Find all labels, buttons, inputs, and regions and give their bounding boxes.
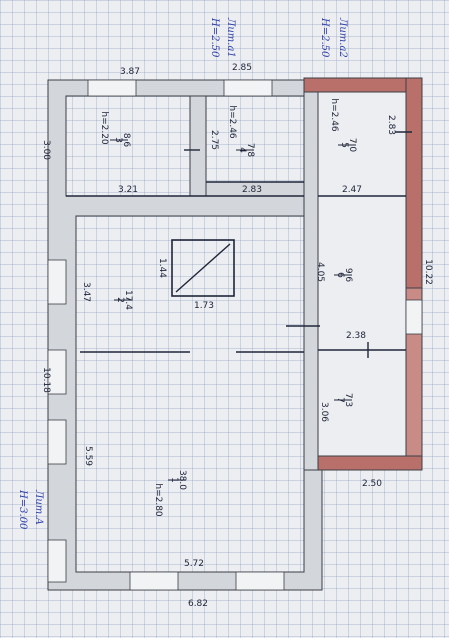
dim-room2-side: 3.47 — [81, 282, 91, 302]
dim-room5-right: 2.83 — [386, 115, 396, 135]
dim-bottom-outer: 6.82 — [188, 599, 208, 609]
room-6: 6 9.6 — [335, 268, 353, 283]
annotation-lit-a: Лит.А H=3.00 — [17, 489, 44, 530]
stairs — [171, 239, 235, 297]
room-3-number: 3 — [113, 137, 123, 143]
room-2-area: 17.4 — [123, 290, 133, 310]
room-4-number: 4 — [237, 147, 247, 153]
room-3-area: 8.6 — [121, 133, 131, 148]
lit-a2-height: H=2.50 — [319, 17, 330, 58]
room-4-height: h=2.46 — [227, 105, 237, 139]
room-5-number: 5 — [339, 142, 349, 148]
lit-a-height: H=3.00 — [17, 489, 28, 530]
room-4: 4 7.8 h=2.46 — [227, 105, 255, 157]
room-7-area: 7.3 — [343, 393, 353, 407]
main-house-walls — [47, 79, 323, 591]
room-1-area: 38.0 — [177, 470, 187, 490]
annotation-lit-a2: Лит.а2 H=2.50 — [319, 17, 348, 58]
dim-left-long: 10.18 — [41, 367, 51, 393]
room-7-number: 7 — [335, 397, 345, 403]
dim-room4-side: 2.75 — [209, 130, 219, 150]
room-6-area: 9.6 — [343, 268, 353, 283]
lit-a-label: Лит.А — [33, 489, 44, 525]
dim-room7-top: 2.38 — [346, 331, 366, 341]
room-1-height: h=2.80 — [153, 483, 163, 517]
room-2-number: 2 — [115, 297, 125, 303]
lit-a1-height: H=2.50 — [209, 17, 220, 58]
room-label-leaders — [110, 139, 356, 481]
room-1: 1 38.0 h=2.80 — [153, 470, 187, 517]
room-2: 2 17.4 — [115, 290, 133, 310]
lit-a2-label: Лит.а2 — [337, 17, 348, 58]
dim-room5-bottom: 2.47 — [342, 185, 362, 195]
dim-left-outer: 3.00 — [41, 140, 51, 160]
annotation-lit-a1: Лит.а1 H=2.50 — [209, 17, 236, 58]
dim-room4-bottom: 2.83 — [242, 185, 262, 195]
extension-walls — [303, 77, 423, 471]
dim-room7-side: 3.06 — [319, 402, 329, 422]
dim-room3-bottom: 3.21 — [118, 185, 138, 195]
room-5-height: h=2.46 — [329, 98, 339, 132]
dim-right-outer: 10.22 — [423, 259, 433, 285]
lit-a1-label: Лит.а1 — [225, 17, 236, 58]
dim-stairs-height: 1.44 — [157, 258, 167, 278]
dim-top-right: 2.85 — [232, 63, 252, 73]
dim-top-left: 3.87 — [120, 67, 140, 77]
room-4-area: 7.8 — [245, 143, 255, 158]
dim-extension-bottom: 2.50 — [362, 479, 382, 489]
dim-room6-side: 4.05 — [315, 262, 325, 282]
windows — [47, 79, 423, 591]
dim-bottom-inner: 5.72 — [184, 559, 204, 569]
room-1-number: 1 — [169, 477, 179, 483]
room-7: 7 7.3 — [335, 393, 353, 407]
room-6-number: 6 — [335, 272, 345, 278]
room-3-height: h=2.20 — [99, 111, 109, 145]
room-5-area: 7.0 — [347, 138, 357, 153]
dim-stairs-width: 1.73 — [194, 301, 214, 311]
room-5: 5 7.0 h=2.46 — [329, 98, 357, 152]
room-3: 3 8.6 h=2.20 — [99, 111, 131, 147]
partitions — [66, 131, 412, 358]
dim-room1-side: 5.59 — [83, 446, 93, 466]
